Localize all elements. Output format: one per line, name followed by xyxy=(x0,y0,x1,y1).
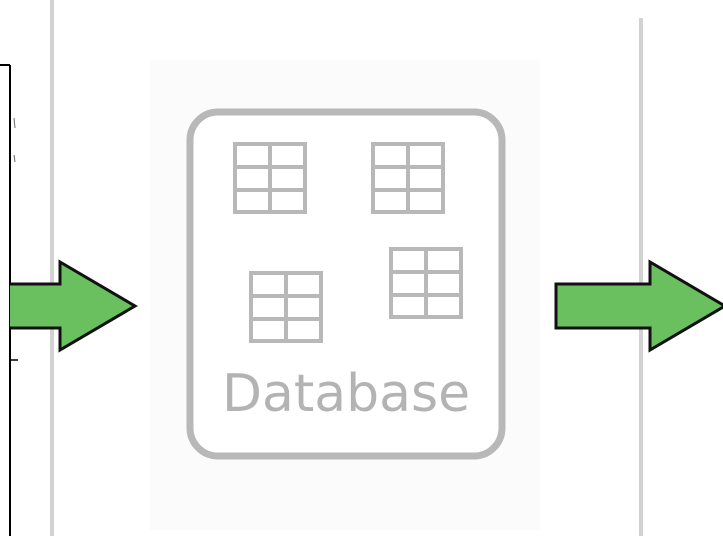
database-label: Database xyxy=(221,364,471,424)
left-panel-mark xyxy=(13,154,16,163)
table-grid-icon xyxy=(249,271,323,343)
right-arrow-icon xyxy=(10,259,138,353)
table-grid-icon xyxy=(389,247,463,319)
table-grid-icon xyxy=(371,142,445,214)
right-arrow-icon xyxy=(554,259,723,353)
table-grid-icon xyxy=(233,142,307,214)
left-panel-mark xyxy=(13,117,16,129)
